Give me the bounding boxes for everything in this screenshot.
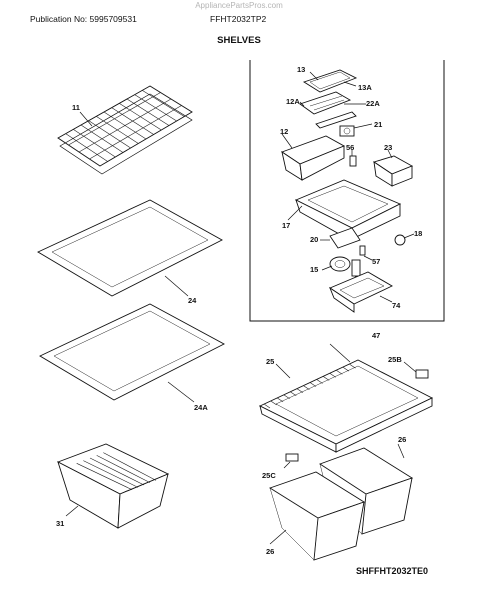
frame-rib — [270, 400, 277, 406]
callout-12a: 12A — [286, 97, 300, 106]
callout-22a: 22A — [366, 99, 380, 108]
drawer-rib — [89, 457, 145, 486]
callout-12: 12 — [280, 127, 288, 136]
callout-17: 17 — [282, 221, 290, 230]
crisper-tray-part[interactable] — [294, 179, 402, 241]
callout-26: 26 — [398, 435, 406, 444]
wire-rail — [78, 98, 172, 153]
frame-rib — [322, 376, 330, 381]
deli-drawer-part[interactable] — [56, 443, 170, 529]
callout-21: 21 — [374, 120, 382, 129]
frame-rib — [316, 379, 323, 384]
callout-13a: 13A — [358, 83, 372, 92]
model-number: FFHT2032TP2 — [210, 14, 267, 24]
callout-26b: 26 — [266, 547, 274, 556]
motor-part[interactable] — [329, 256, 351, 272]
callout-56: 56 — [346, 143, 354, 152]
frame-rib — [342, 366, 350, 372]
frame-rib — [349, 363, 356, 369]
callout-13: 13 — [297, 65, 305, 74]
frame-rib — [336, 369, 343, 375]
crisper-cover-frame-part[interactable] — [258, 359, 434, 453]
drawer-rib — [83, 460, 139, 488]
damper-part[interactable] — [351, 259, 361, 277]
publication-number: Publication No: 5995709531 — [30, 14, 137, 24]
drawer-rib — [103, 452, 157, 481]
glass-shelf-part[interactable] — [37, 199, 223, 297]
frame-rib — [263, 403, 271, 409]
drawer-rib — [76, 463, 133, 490]
clip-part[interactable] — [359, 245, 366, 256]
assembly-frame — [249, 60, 445, 322]
wire-shelf-part[interactable] — [57, 85, 193, 175]
bracket-part[interactable] — [329, 227, 361, 249]
humidity-slider-part[interactable] — [415, 369, 429, 379]
section-title: SHELVES — [217, 35, 261, 46]
connector-part[interactable] — [394, 234, 406, 246]
wire-rail — [68, 92, 161, 146]
callout-11: 11 — [72, 103, 80, 112]
callout-20: 20 — [310, 235, 318, 244]
control-panel-part[interactable] — [299, 91, 352, 115]
frame-rib — [309, 382, 317, 387]
callout-25b: 25B — [388, 355, 402, 364]
callout-47: 47 — [372, 331, 380, 340]
wire-rail — [89, 105, 182, 160]
exploded-parts-drawing: 11 24 24A 31 13 — [37, 60, 445, 561]
callout-24: 24 — [188, 296, 197, 305]
callout-18: 18 — [414, 229, 422, 238]
trim-bar-part[interactable] — [315, 111, 357, 129]
drawing-code: SHFFHT2032TE0 — [356, 566, 429, 576]
callout-25c: 25C — [262, 471, 276, 480]
callout-15: 15 — [310, 265, 318, 274]
watermark: AppliancePartsPros.com — [195, 1, 283, 10]
drawer-rib — [96, 455, 151, 483]
callout-57: 57 — [372, 257, 380, 266]
callout-31: 31 — [56, 519, 64, 528]
callout-23: 23 — [384, 143, 392, 152]
frame-rib — [283, 394, 290, 400]
crisper-drawer-right-part[interactable] — [318, 447, 414, 535]
frame-rib — [296, 388, 304, 393]
duct-cover-part[interactable] — [329, 271, 393, 313]
control-housing-part[interactable] — [281, 135, 346, 181]
frame-rib — [329, 373, 336, 378]
control-cover-part[interactable] — [302, 69, 358, 93]
screw-part[interactable] — [349, 155, 357, 167]
frame-rib — [276, 397, 284, 403]
callout-24a: 24A — [194, 403, 208, 412]
glass-shelf-24a-part[interactable] — [39, 303, 225, 401]
frame-rib — [290, 391, 297, 396]
frame-rib — [303, 385, 310, 390]
control-box-part[interactable] — [372, 155, 414, 187]
control-knob-part[interactable] — [339, 125, 355, 137]
slider-25c-part[interactable] — [285, 453, 299, 462]
callout-25: 25 — [266, 357, 274, 366]
callout-74: 74 — [392, 301, 401, 310]
crisper-drawer-left-part[interactable] — [268, 471, 366, 561]
